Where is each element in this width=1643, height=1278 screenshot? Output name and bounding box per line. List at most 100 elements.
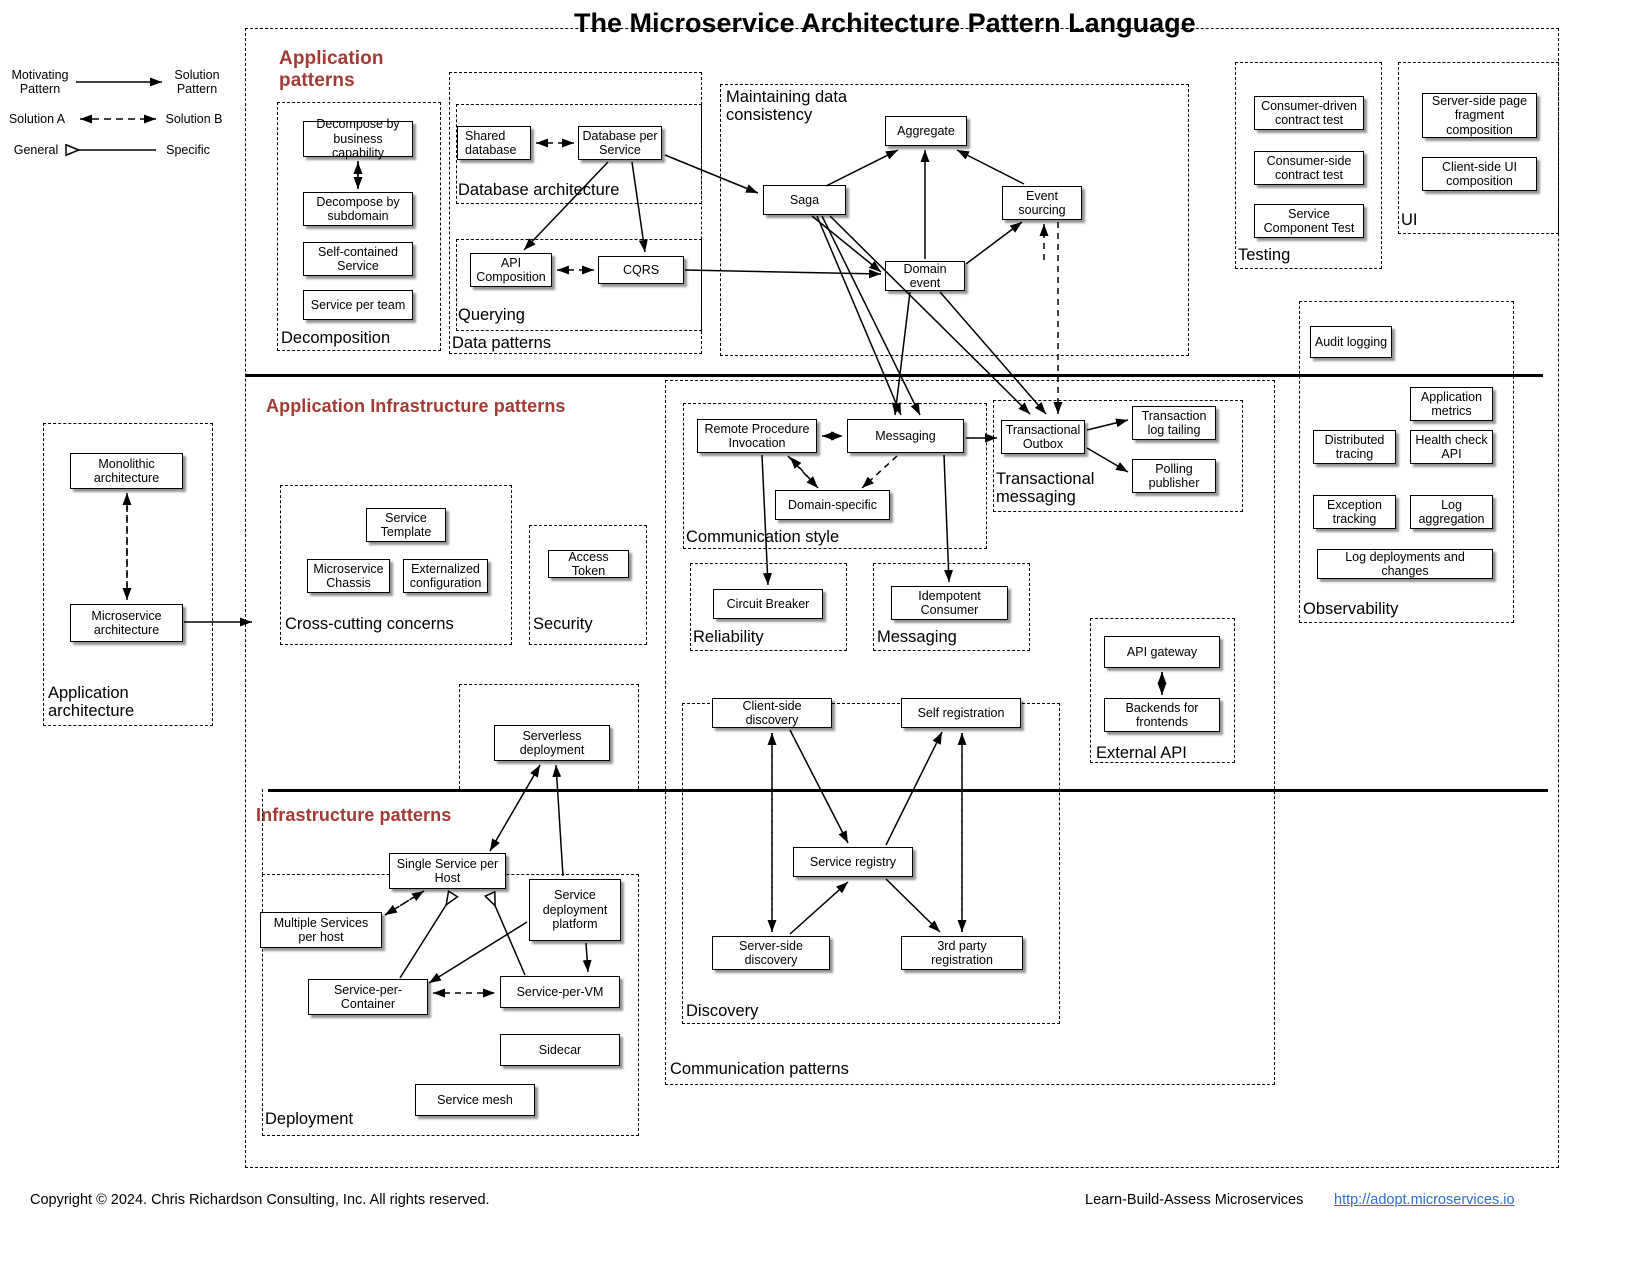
pattern-domain-specific[interactable]: Domain-specific [775,490,890,520]
pattern-access-token[interactable]: Access Token [548,550,629,578]
group-messaging [873,563,1030,651]
diagram-outer-frame [245,28,1559,1168]
page-title: The Microservice Architecture Pattern La… [574,8,1196,38]
group-label-ui: UI [1401,211,1418,229]
band-title-application-infrastructure-patterns: Application Infrastructure patterns [266,396,566,416]
group-security [529,525,647,645]
pattern-saga[interactable]: Saga [763,185,846,215]
legend-solution-b-label: Solution B [165,112,223,126]
pattern-api-gateway[interactable]: API gateway [1104,636,1220,668]
group-cross-cutting-concerns [280,485,512,645]
pattern-messaging[interactable]: Messaging [847,419,964,453]
legend-general-label: General [13,143,59,157]
group-decomposition [277,102,441,351]
pattern-service-registry[interactable]: Service registry [793,847,913,877]
group-observability [1299,301,1514,623]
pattern-aggregate[interactable]: Aggregate [885,116,967,146]
legend-solution-a-label: Solution A [8,112,66,126]
pattern-client-side-discovery[interactable]: Client-side discovery [712,698,832,728]
group-label-communication-patterns: Communication patterns [670,1060,849,1078]
group-ui [1398,62,1559,234]
group-label-cross-cutting-concerns: Cross-cutting concerns [285,615,454,633]
group-label-messaging: Messaging [877,628,957,646]
pattern-third-party-registration[interactable]: 3rd party registration [901,936,1023,970]
pattern-audit-logging[interactable]: Audit logging [1310,326,1392,358]
group-label-external-api: External API [1096,744,1187,762]
pattern-service-per-container[interactable]: Service-per-Container [308,979,428,1015]
group-testing [1235,62,1382,269]
group-label-communication-style: Communication style [686,528,840,546]
footer-copyright: Copyright © 2024. Chris Richardson Consu… [30,1192,490,1208]
group-application-architecture [43,423,213,726]
pattern-service-per-team[interactable]: Service per team [303,290,413,320]
group-external-api [1090,618,1235,763]
footer-tagline: Learn-Build-Assess Microservices [1085,1192,1304,1208]
pattern-domain-event[interactable]: Domain event [885,261,965,291]
group-data-patterns [449,72,702,354]
group-discovery [682,703,1060,1024]
group-deployment-left-extension [262,789,263,875]
legend-specific-label: Specific [166,143,210,157]
pattern-service-mesh[interactable]: Service mesh [415,1084,535,1116]
group-transactional-messaging [993,400,1243,512]
group-label-data-patterns: Data patterns [452,334,552,352]
group-label-decomposition: Decomposition [281,329,391,347]
group-label-security: Security [533,615,593,633]
pattern-cqrs[interactable]: CQRS [598,256,684,284]
group-label-discovery: Discovery [686,1002,759,1020]
pattern-sidecar[interactable]: Sidecar [500,1034,620,1066]
footer-url-link[interactable]: http://adopt.microservices.io [1334,1192,1515,1208]
group-label-reliability: Reliability [693,628,764,646]
pattern-log-deployments-and-changes[interactable]: Log deployments and changes [1317,549,1493,579]
group-label-deployment: Deployment [265,1110,354,1128]
pattern-service-per-vm[interactable]: Service-per-VM [500,976,620,1008]
group-label-database-architecture: Database architecture [458,181,620,199]
group-serverless-wrapper [459,684,639,789]
band-title-infrastructure-patterns: Infrastructure patterns [256,805,452,825]
pattern-self-registration[interactable]: Self registration [901,698,1021,728]
group-label-observability: Observability [1303,600,1399,618]
pattern-circuit-breaker[interactable]: Circuit Breaker [713,589,823,619]
footer-url-anchor[interactable]: http://adopt.microservices.io [1334,1192,1515,1208]
